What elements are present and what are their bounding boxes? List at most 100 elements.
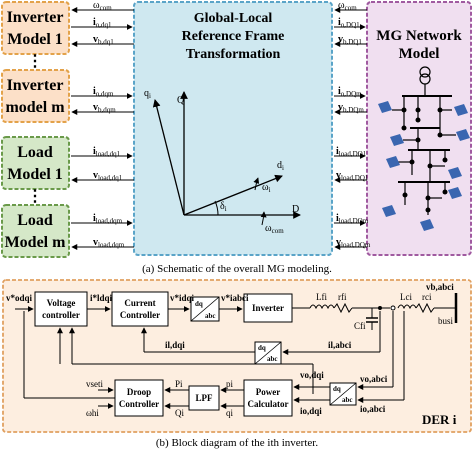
v-iabci-ref: v*iabci [221, 293, 249, 303]
load-model-1-block: Load Model 1 [1, 136, 70, 190]
dq-abc-block-2: dq abc [254, 341, 282, 365]
i-odqi: io,dqi [300, 406, 322, 416]
left-signal-labels: ωcom io,dq1 vb,dq1 io,dqm vb,dqm iload,d… [93, 0, 125, 249]
r-fi: rfi [338, 292, 347, 302]
droop-controller-block: Droop Controller [114, 379, 164, 417]
svg-text:abc: abc [205, 312, 216, 320]
v-odqi-ref: v*odqi [6, 293, 33, 303]
left-sig-iload-dq1: iload,dq1 [93, 146, 121, 158]
svg-text:Power: Power [256, 387, 281, 397]
omega-i-arc [253, 177, 260, 191]
load-model-m-block: Load Model m [1, 204, 70, 258]
voltage-controller-block: Voltage controller [34, 291, 88, 327]
delta-label: δi [220, 201, 227, 213]
svg-text:dq: dq [333, 385, 341, 393]
omega-com-arc [260, 211, 267, 226]
dq-abc-block-3: dq abc [329, 382, 357, 406]
network-nodes [401, 107, 448, 213]
right-sig-iload-DQm: iload,DQm [336, 213, 369, 225]
svg-text:Controller: Controller [119, 399, 159, 409]
inverter-model-m-block: Inverter model m [1, 69, 70, 123]
omega-com-label: ωcom [265, 223, 284, 235]
node-il [378, 306, 382, 310]
v-oabci: vo,abci [360, 374, 388, 384]
right-signals [334, 7, 367, 250]
mg-network-block: MG Network Model [366, 1, 472, 256]
network-title-2: Model [399, 46, 440, 62]
inverter-block: Inverter [243, 293, 293, 323]
L-ci: Lci [400, 292, 412, 302]
solar-panels [378, 101, 470, 231]
di-axis [183, 174, 283, 216]
left-sig-io-dq1: io,dq1 [93, 17, 112, 29]
right-sig-omega-com: ωcom [338, 0, 357, 12]
q-i: qi [226, 408, 234, 418]
i-ldqi: il,dqi [165, 340, 185, 350]
transform-title-2: Reference Frame [182, 29, 285, 44]
svg-text:Calculator: Calculator [248, 399, 289, 409]
svg-text:Inverter: Inverter [252, 303, 284, 313]
left-sig-vload-dq1: vload,dq1 [93, 170, 123, 182]
der-wires [15, 293, 458, 409]
svg-text:LPF: LPF [196, 393, 214, 403]
right-sig-vload-DQ1: vload,DQ1 [336, 170, 369, 182]
axis-d-label: D [292, 204, 299, 215]
L-fi: Lfi [316, 292, 327, 302]
inverter-m-line1: Inverter [7, 77, 64, 94]
transform-title-1: Global-Local [194, 11, 273, 26]
right-sig-io-DQm: io,DQm [338, 86, 362, 98]
p-i: pi [226, 379, 234, 389]
i-oabci: io,abci [360, 404, 386, 414]
der-i-label: DER i [422, 412, 457, 427]
left-signals [71, 7, 134, 250]
r-ci: rci [422, 292, 432, 302]
Q-i: Qi [175, 408, 184, 418]
node-vo [390, 305, 396, 311]
svg-text:Droop: Droop [127, 387, 151, 397]
right-sig-io-DQ1: io,DQ1 [338, 17, 360, 29]
left-sig-vload-dqm: vload,dqm [93, 237, 125, 249]
omega-i-label: ωi [262, 182, 271, 194]
svg-text:Current: Current [124, 298, 155, 308]
i-labci: il,abci [328, 340, 352, 350]
qi-label: qi [144, 88, 151, 100]
right-sig-vb-DQ1: vb,DQ1 [338, 34, 362, 46]
axis-q-label: Q [177, 95, 185, 106]
load-m-line1: Load [17, 212, 53, 229]
inverter-1-line1: Inverter [7, 9, 64, 26]
transform-title-3: Transformation [186, 47, 281, 62]
P-i: Pi [175, 379, 183, 389]
right-sig-iload-DQ1: iload,DQ1 [336, 146, 367, 158]
load-m-line2: Model m [5, 234, 67, 251]
transformation-block: Global-Local Reference Frame Transformat… [133, 1, 333, 256]
v-seti: vseti [86, 379, 103, 389]
lpf-block: LPF [188, 385, 220, 411]
svg-text:abc: abc [342, 396, 353, 404]
svg-text:dq: dq [195, 300, 203, 308]
right-sig-vload-DQm: vload,DQm [336, 237, 371, 249]
C-fi: Cfi [354, 321, 366, 331]
left-sig-omega-com: ωcom [93, 0, 112, 12]
dots-loads: ⋮ [27, 188, 43, 205]
svg-text:dq: dq [258, 344, 266, 352]
left-sig-vb-dqm: vb,dqm [93, 102, 116, 114]
network-title-1: MG Network [376, 28, 462, 44]
delta-arc [214, 200, 219, 216]
load-1-line2: Model 1 [7, 166, 63, 183]
svg-text:Controller: Controller [120, 310, 160, 320]
bus-i: busi [438, 316, 454, 326]
svg-text:abc: abc [267, 355, 278, 363]
v-odqi: vo,dqi [300, 370, 324, 380]
inverter-m-line2: model m [5, 99, 65, 116]
caption-a: (a) Schematic of the overall MG modeling… [142, 263, 332, 275]
power-calculator-block: Power Calculator [243, 379, 293, 417]
left-sig-io-dqm: io,dqm [93, 86, 114, 98]
qi-axis [152, 99, 185, 216]
v-idqi-ref: v*idqi [170, 293, 195, 303]
omega-hi: ωhi [86, 408, 99, 418]
svg-text:controller: controller [42, 310, 80, 320]
left-sig-iload-dqm: iload,dqm [93, 213, 123, 225]
current-controller-block: Current Controller [111, 291, 169, 327]
left-sig-vb-dq1: vb,dq1 [93, 34, 114, 46]
